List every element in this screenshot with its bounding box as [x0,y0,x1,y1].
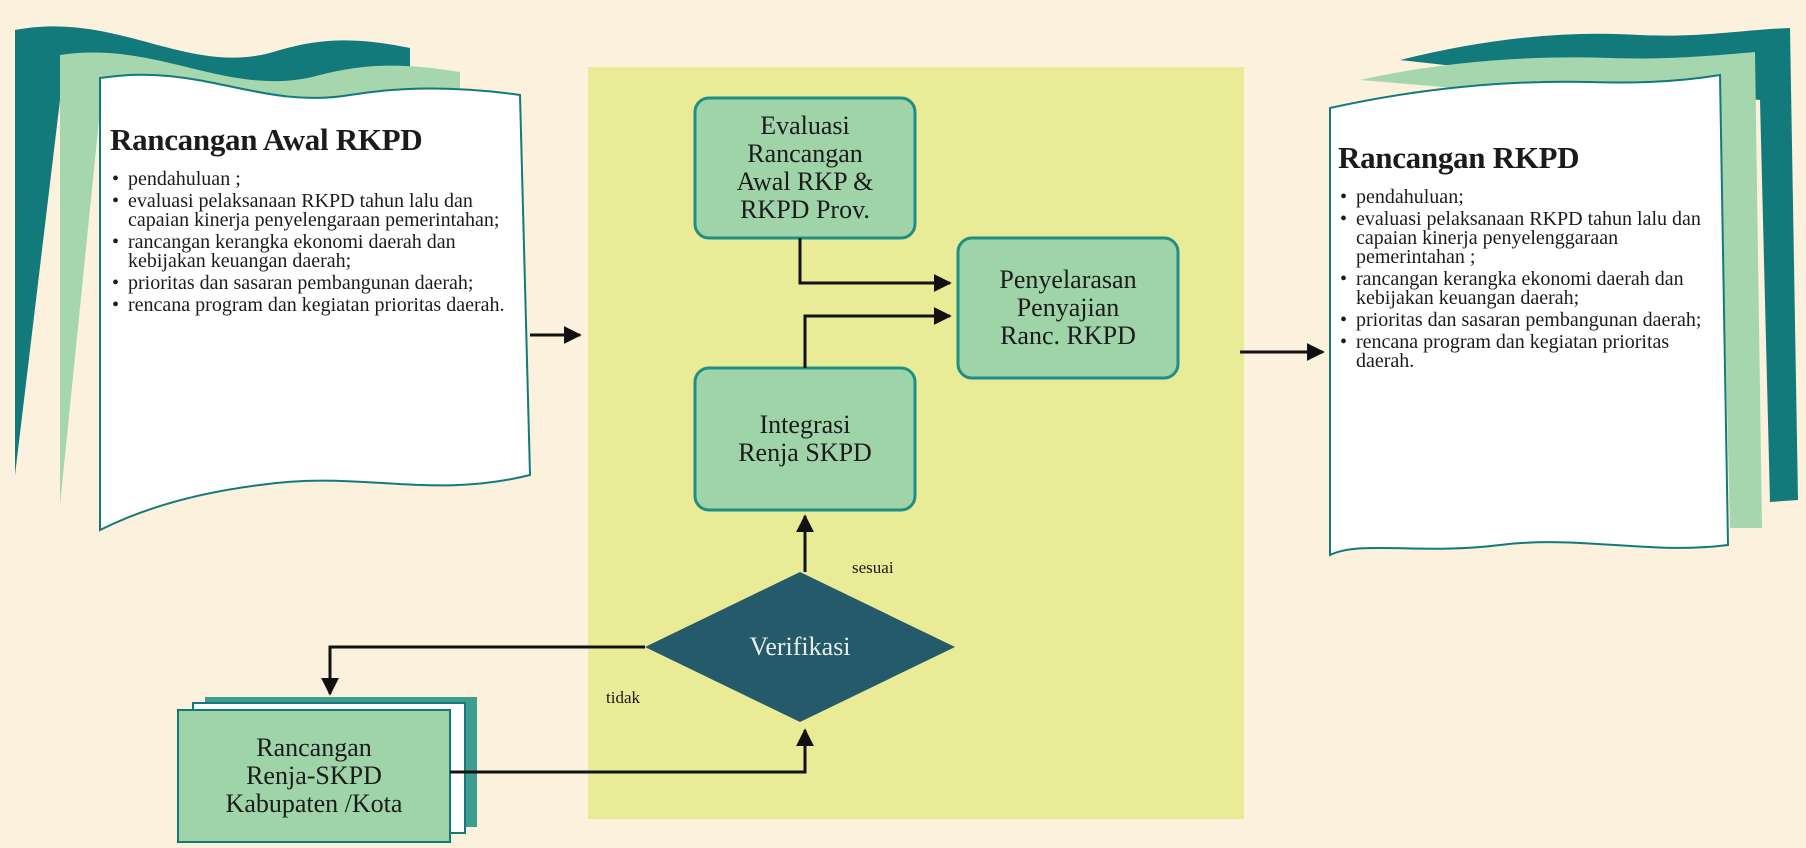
right-doc-item: pendahuluan; [1336,187,1721,207]
left-doc-title: Rancangan Awal RKPD [110,122,423,157]
right-doc-item: evaluasi pelaksanaan RKPD tahun lalu dan… [1336,209,1721,267]
penyelarasan-label: Penyelarasan Penyajian Ranc. RKPD [999,265,1137,350]
left-doc-item: pendahuluan ; [108,169,508,189]
renja-label: Rancangan Renja-SKPD Kabupaten /Kota [225,733,403,818]
arrow-integrasi-to-penyelarasan [803,307,952,368]
connectors [321,238,1325,774]
right-doc-item: rencana program dan kegiatan prioritas d… [1336,332,1721,371]
left-doc-item: rancangan kerangka ekonomi daerah dan ke… [108,232,508,271]
left-doc-list: pendahuluan ; evaluasi pelaksanaan RKPD … [108,169,508,318]
arrow-renja-to-verifikasi [450,728,814,774]
integrasi-label: Integrasi Renja SKPD [738,410,872,467]
arrow-verifikasi-to-renja [321,645,645,696]
evaluasi-label: Evaluasi Rancangan Awal RKP & RKPD Prov. [736,111,874,224]
evaluasi-box [693,96,917,240]
arrow-evaluasi-to-penyelarasan [798,238,952,292]
right-doc-item: prioritas dan sasaran pembangunan daerah… [1336,310,1721,330]
tidak-label: tidak [606,688,640,707]
right-doc-item: rancangan kerangka ekonomi daerah dan ke… [1336,269,1721,308]
left-doc-item: prioritas dan sasaran pembangunan daerah… [108,273,508,293]
verifikasi-diamond [645,572,955,722]
verifikasi-label: Verifikasi [749,632,851,661]
right-doc-title: Rancangan RKPD [1338,140,1580,175]
renja-document [177,697,477,843]
penyelarasan-box [956,236,1180,380]
left-doc-item: evaluasi pelaksanaan RKPD tahun lalu dan… [108,191,508,230]
left-doc-item: rencana program dan kegiatan prioritas d… [108,295,508,315]
sesuai-label: sesuai [852,558,894,577]
right-doc-list: pendahuluan; evaluasi pelaksanaan RKPD t… [1336,187,1721,374]
